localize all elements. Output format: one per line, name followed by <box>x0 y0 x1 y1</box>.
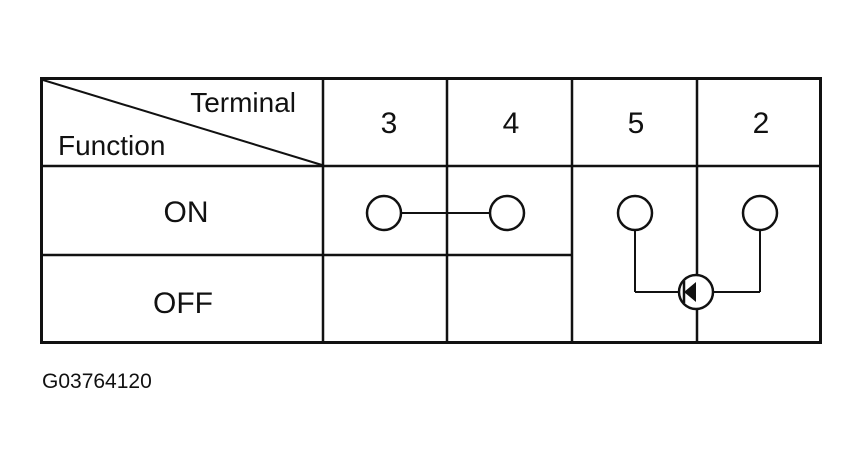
function-label-on: ON <box>164 196 209 229</box>
terminal-node-2 <box>741 194 779 232</box>
terminal-node-5 <box>616 194 654 232</box>
figure-code: G03764120 <box>42 370 152 393</box>
corner-top-label: Terminal <box>190 87 296 118</box>
terminal-node-3 <box>365 194 403 232</box>
terminal-header-3: 3 <box>381 107 398 140</box>
corner-diagonal <box>42 79 323 166</box>
function-label-off: OFF <box>153 287 213 320</box>
terminal-header-5: 5 <box>628 107 645 140</box>
terminal-header-4: 4 <box>503 107 520 140</box>
table-border <box>40 77 822 344</box>
corner-bottom-label: Function <box>58 130 165 161</box>
terminal-header-2: 2 <box>753 107 770 140</box>
diode-icon <box>677 273 715 311</box>
terminal-node-4 <box>488 194 526 232</box>
